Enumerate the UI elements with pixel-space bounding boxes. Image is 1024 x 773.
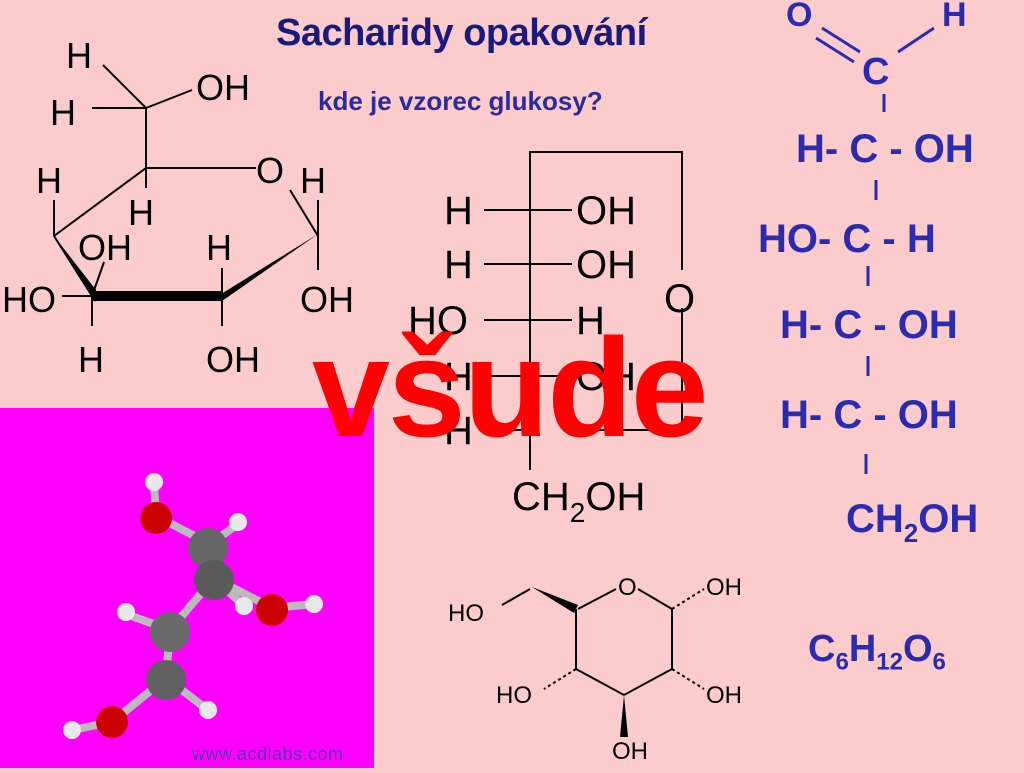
- ball-and-stick-model: [63, 473, 323, 739]
- chain-end: CH2OH: [846, 497, 978, 548]
- haworth-label: H: [206, 227, 232, 268]
- chain-row: H- C - OH: [796, 127, 974, 171]
- haworth-label: HO: [2, 279, 56, 320]
- chair-label: OH: [706, 574, 742, 601]
- haworth-label: H: [78, 339, 104, 380]
- chair-label: HO: [448, 600, 484, 627]
- fischer-left: H: [444, 355, 473, 399]
- open-chain-structure: O H C H- C - OH HO- C - H H- C - OH H- C…: [758, 0, 978, 548]
- chair-ring-o: O: [618, 574, 637, 601]
- haworth-label: H: [300, 160, 326, 201]
- model-watermark: www.acdlabs.com: [192, 744, 344, 764]
- molecule-model-panel: [0, 408, 374, 768]
- chain-row: H- C - OH: [780, 393, 958, 437]
- chair-label: OH: [706, 682, 742, 709]
- overlay-answer: všude: [312, 309, 709, 466]
- haworth-structure: H OH H H O H H OH H HO OH H OH: [2, 35, 354, 380]
- chair-label: HO: [496, 682, 532, 709]
- chain-h: H: [942, 0, 967, 34]
- molecular-formula: C6H12O6: [808, 628, 946, 676]
- fischer-left: H: [444, 409, 473, 453]
- haworth-label: OH: [196, 67, 250, 108]
- fischer-right: OH: [576, 243, 636, 287]
- haworth-label: OH: [78, 227, 132, 268]
- fischer-right: OH: [576, 189, 636, 233]
- fischer-left: H: [444, 243, 473, 287]
- fischer-ring-o: O: [664, 277, 695, 321]
- chain-c: C: [862, 51, 889, 93]
- chain-o: O: [786, 0, 812, 34]
- pyranose-structure: O OH HO HO OH OH: [448, 574, 742, 765]
- haworth-label: H: [128, 192, 154, 233]
- haworth-label: H: [50, 92, 76, 133]
- chair-label: OH: [612, 738, 648, 765]
- haworth-ring-o: O: [256, 150, 284, 191]
- fischer-right: OH: [576, 355, 636, 399]
- page-title: Sacharidy opakování: [276, 12, 647, 54]
- page-subtitle: kde je vzorec glukosy?: [318, 86, 603, 116]
- fischer-left: H: [444, 189, 473, 233]
- haworth-label: OH: [300, 279, 354, 320]
- haworth-label: H: [36, 160, 62, 201]
- haworth-label: H: [66, 35, 92, 76]
- fischer-left: HO: [408, 299, 468, 343]
- haworth-label: OH: [206, 339, 260, 380]
- chain-row: HO- C - H: [758, 217, 936, 261]
- chain-row: H- C - OH: [780, 303, 958, 347]
- fischer-bottom: CH2OH: [512, 475, 645, 528]
- fischer-right: H: [576, 299, 605, 343]
- fischer-structure: H OH H OH HO H H OH H O CH2OH: [408, 151, 695, 528]
